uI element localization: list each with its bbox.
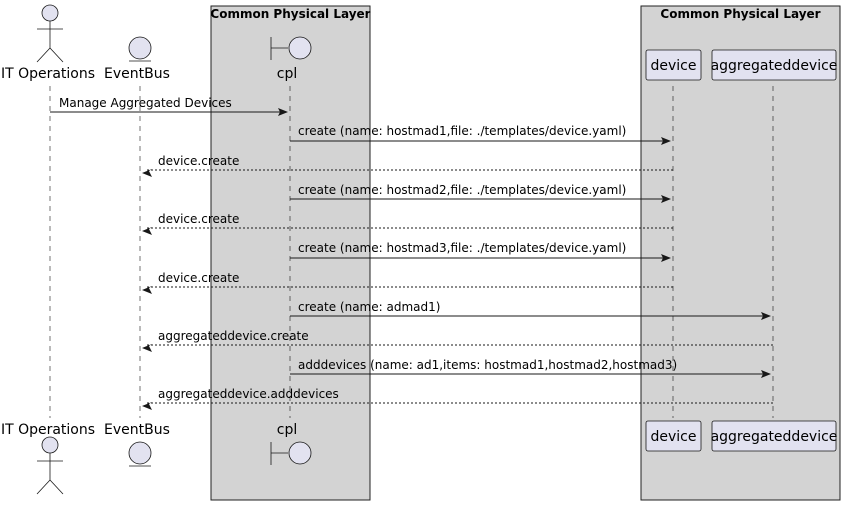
arrowhead-icon bbox=[142, 286, 152, 294]
message-9: aggregateddevice.create bbox=[142, 329, 773, 352]
arrowhead-icon bbox=[761, 312, 771, 320]
boundary-icon bbox=[270, 36, 312, 60]
message-label: create (name: admad1) bbox=[298, 300, 440, 314]
message-10: adddevices (name: ad1,items: hostmad1,ho… bbox=[290, 358, 771, 378]
message-1: Manage Aggregated Devices bbox=[50, 96, 288, 116]
arrowhead-icon bbox=[142, 344, 152, 352]
message-4: create (name: hostmad2,file: ./templates… bbox=[290, 183, 671, 203]
participant-cpl-bottom: cpl bbox=[270, 422, 312, 465]
boundary-icon bbox=[270, 441, 312, 465]
message-6: create (name: hostmad3,file: ./templates… bbox=[290, 241, 671, 262]
group-title: Common Physical Layer bbox=[210, 7, 370, 21]
participant-itops-top: IT Operations bbox=[1, 4, 95, 82]
message-label: adddevices (name: ad1,items: hostmad1,ho… bbox=[298, 358, 677, 372]
group-title: Common Physical Layer bbox=[660, 7, 820, 21]
participant-label: EventBus bbox=[104, 422, 170, 438]
message-8: create (name: admad1) bbox=[290, 300, 771, 320]
message-label: create (name: hostmad1,file: ./templates… bbox=[298, 124, 626, 138]
message-3: device.create bbox=[142, 154, 673, 177]
participant-box bbox=[645, 420, 702, 452]
entity-icon bbox=[128, 441, 152, 467]
arrowhead-icon bbox=[661, 254, 671, 262]
participant-label: cpl bbox=[277, 66, 297, 82]
participant-device-top: device bbox=[645, 49, 702, 81]
message-2: create (name: hostmad1,file: ./templates… bbox=[290, 124, 671, 145]
message-label: aggregateddevice.adddevices bbox=[158, 387, 339, 401]
arrowhead-icon bbox=[142, 169, 152, 177]
message-label: Manage Aggregated Devices bbox=[59, 96, 232, 110]
participant-box bbox=[711, 49, 837, 81]
participant-label: IT Operations bbox=[1, 66, 95, 82]
message-label: aggregateddevice.create bbox=[158, 329, 309, 343]
participant-eventbus-top: EventBus bbox=[104, 36, 170, 82]
message-label: device.create bbox=[158, 154, 239, 168]
message-label: create (name: hostmad3,file: ./templates… bbox=[298, 241, 626, 255]
message-label: create (name: hostmad2,file: ./templates… bbox=[298, 183, 626, 197]
participant-box bbox=[645, 49, 702, 81]
message-7: device.create bbox=[142, 271, 673, 294]
arrowhead-icon bbox=[142, 227, 152, 235]
arrowhead-icon bbox=[661, 195, 671, 203]
participant-label: EventBus bbox=[104, 66, 170, 82]
message-11: aggregateddevice.adddevices bbox=[142, 387, 773, 410]
group-box bbox=[210, 5, 371, 501]
actor-icon bbox=[36, 436, 64, 495]
arrowhead-icon bbox=[661, 137, 671, 145]
entity-icon bbox=[128, 36, 152, 62]
participant-device-bottom: device bbox=[645, 420, 702, 452]
participant-label: device bbox=[651, 429, 697, 445]
group-box bbox=[640, 5, 841, 501]
participant-itops-bottom: IT Operations bbox=[1, 422, 95, 495]
participant-label: cpl bbox=[277, 422, 297, 438]
participant-box bbox=[711, 420, 837, 452]
participant-aggregateddevice-top: aggregateddevice bbox=[711, 49, 838, 81]
actor-icon bbox=[36, 4, 64, 63]
participant-label: aggregateddevice bbox=[711, 58, 838, 74]
group-common-physical-layer-left: Common Physical Layer bbox=[210, 5, 371, 501]
participant-cpl-top: cpl bbox=[270, 36, 312, 82]
message-5: device.create bbox=[142, 212, 673, 235]
participant-label: aggregateddevice bbox=[711, 429, 838, 445]
arrowhead-icon bbox=[142, 402, 152, 410]
participant-aggregateddevice-bottom: aggregateddevice bbox=[711, 420, 838, 452]
arrowhead-icon bbox=[278, 108, 288, 116]
group-common-physical-layer-right: Common Physical Layer bbox=[640, 5, 841, 501]
message-label: device.create bbox=[158, 271, 239, 285]
participant-label: IT Operations bbox=[1, 422, 95, 438]
participant-label: device bbox=[651, 58, 697, 74]
arrowhead-icon bbox=[761, 370, 771, 378]
message-label: device.create bbox=[158, 212, 239, 226]
participant-eventbus-bottom: EventBus bbox=[104, 422, 170, 467]
